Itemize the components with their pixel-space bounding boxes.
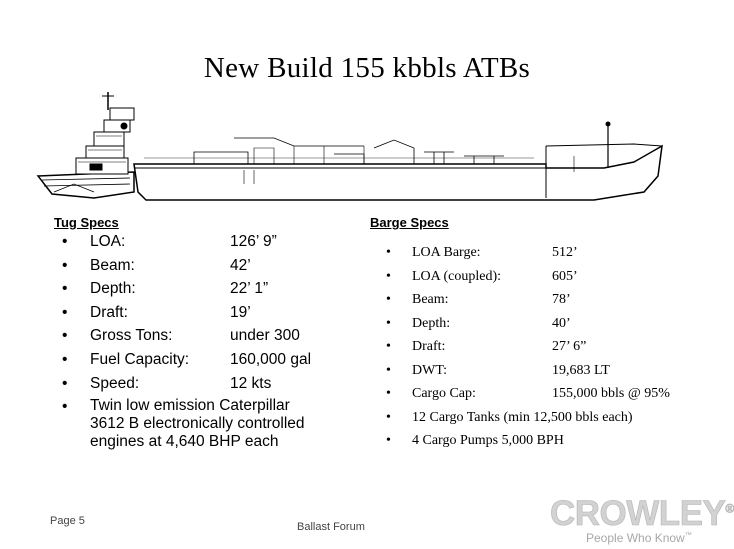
cargo-pumps-text: 4 Cargo Pumps 5,000 BPH bbox=[412, 433, 564, 448]
bullet: • bbox=[386, 433, 391, 448]
list-item: • Draft: 27’ 6” bbox=[386, 338, 716, 362]
bullet: • bbox=[62, 350, 68, 368]
spec-label: Speed: bbox=[90, 374, 140, 392]
spec-label: Gross Tons: bbox=[90, 327, 173, 345]
list-item: • LOA: 126’ 9” bbox=[62, 232, 362, 256]
spec-value: 126’ 9” bbox=[230, 233, 277, 250]
spec-label: Beam: bbox=[90, 256, 135, 274]
spec-label: LOA (coupled): bbox=[412, 268, 502, 284]
list-item: • Draft: 19’ bbox=[62, 303, 362, 327]
spec-label: Beam: bbox=[412, 292, 449, 307]
bullet: • bbox=[386, 362, 391, 378]
spec-label: Cargo Cap: bbox=[412, 386, 476, 401]
cargo-tanks-text: 12 Cargo Tanks (min 12,500 bbls each) bbox=[412, 409, 633, 425]
engines-line-2: 3612 B electronically controlled bbox=[90, 415, 305, 433]
list-item: • Cargo Cap: 155,000 bbls @ 95% bbox=[386, 385, 716, 409]
list-item: • Depth: 22’ 1” bbox=[62, 279, 362, 303]
spec-label: Depth: bbox=[412, 315, 451, 331]
spec-value: 40’ bbox=[552, 315, 571, 331]
spec-label: LOA Barge: bbox=[412, 245, 481, 260]
crowley-logo: CROWLEY® People Who Know™ bbox=[550, 494, 734, 546]
spec-value: under 300 bbox=[230, 327, 300, 345]
list-item: • LOA (coupled): 605’ bbox=[386, 268, 716, 292]
spec-label: Fuel Capacity: bbox=[90, 350, 190, 368]
list-item: • Fuel Capacity: 160,000 gal bbox=[62, 350, 362, 374]
bullet: • bbox=[62, 374, 68, 392]
tug-specs-list: • LOA: 126’ 9” • Beam: 42’ • Depth: 22’ 1” • Dr… bbox=[62, 232, 362, 451]
bullet: • bbox=[386, 386, 391, 401]
tug-specs-heading: Tug Specs bbox=[54, 215, 119, 230]
spec-value: 512’ bbox=[552, 245, 578, 260]
spec-value: 42’ bbox=[230, 256, 251, 274]
list-item: • Gross Tons: under 300 bbox=[62, 326, 362, 350]
bullet: • bbox=[62, 398, 68, 416]
bullet: • bbox=[62, 280, 68, 298]
spec-label: Draft: bbox=[412, 339, 446, 354]
spec-label: LOA: bbox=[90, 233, 126, 250]
list-item: • Beam: 42’ bbox=[62, 256, 362, 280]
logo-wordmark: CROWLEY® bbox=[550, 494, 734, 534]
footer-title: Ballast Forum bbox=[297, 521, 365, 533]
bullet: • bbox=[62, 327, 68, 345]
bullet: • bbox=[62, 233, 68, 250]
bullet: • bbox=[386, 268, 391, 284]
engines-line-3: engines at 4,640 BHP each bbox=[90, 433, 279, 451]
atb-vessel-drawing bbox=[36, 92, 663, 201]
engines-line-1: Twin low emission Caterpillar bbox=[90, 397, 290, 415]
spec-value: 27’ 6” bbox=[552, 339, 587, 354]
bullet: • bbox=[62, 256, 68, 274]
bullet: • bbox=[386, 339, 391, 354]
spec-value: 605’ bbox=[552, 268, 578, 284]
list-item: • DWT: 19,683 LT bbox=[386, 362, 716, 386]
spec-value: 19’ bbox=[230, 303, 251, 321]
spec-value: 19,683 LT bbox=[552, 362, 610, 378]
list-item: • 12 Cargo Tanks (min 12,500 bbls each) bbox=[386, 409, 716, 433]
bullet: • bbox=[62, 303, 68, 321]
spec-value: 160,000 gal bbox=[230, 350, 312, 368]
spec-label: Depth: bbox=[90, 280, 136, 298]
list-item: • Speed: 12 kts bbox=[62, 374, 362, 398]
list-item: • Beam: 78’ bbox=[386, 291, 716, 315]
logo-tagline: People Who Know™ bbox=[586, 531, 692, 545]
barge-specs-list: • LOA Barge: 512’ • LOA (coupled): 605’ • Bea… bbox=[386, 244, 716, 456]
page-number: Page 5 bbox=[50, 515, 85, 527]
spec-label: Draft: bbox=[90, 303, 128, 321]
spec-value: 155,000 bbls @ 95% bbox=[552, 386, 670, 401]
bullet: • bbox=[386, 315, 391, 331]
barge-specs-heading: Barge Specs bbox=[370, 215, 449, 230]
spec-value: 12 kts bbox=[230, 374, 272, 392]
list-item: • Twin low emission Caterpillar 3612 B e… bbox=[62, 397, 362, 451]
spec-value: 22’ 1” bbox=[230, 280, 269, 298]
list-item: • Depth: 40’ bbox=[386, 315, 716, 339]
spec-value: 78’ bbox=[552, 292, 571, 307]
bullet: • bbox=[386, 292, 391, 307]
bullet: • bbox=[386, 245, 391, 260]
list-item: • 4 Cargo Pumps 5,000 BPH bbox=[386, 432, 716, 456]
slide-title: New Build 155 kbbls ATBs bbox=[203, 52, 531, 84]
spec-label: DWT: bbox=[412, 362, 448, 378]
bullet: • bbox=[386, 409, 391, 425]
list-item: • LOA Barge: 512’ bbox=[386, 244, 716, 268]
